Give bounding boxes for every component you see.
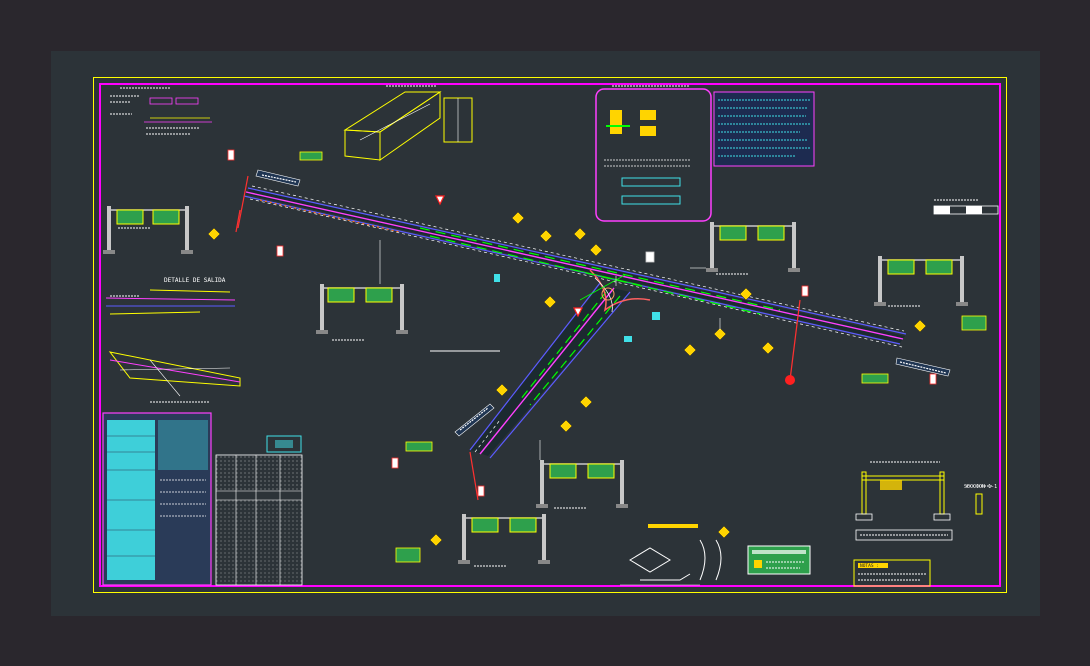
- scale-bar: [933, 205, 999, 215]
- section-title: SECCION 1-1: [964, 484, 997, 490]
- warning-signs: [207, 211, 927, 547]
- warning-sign-icon: [717, 525, 731, 539]
- warning-sign-icon: [579, 395, 593, 409]
- stop-sign-icon: [435, 195, 445, 206]
- detail-sign-mounting: [144, 97, 212, 123]
- warning-sign-icon: [913, 319, 927, 333]
- notes-block: NOTAS :: [853, 559, 931, 587]
- detail-directional-sign: [620, 524, 722, 586]
- annotation-text: [110, 85, 992, 567]
- detail-exit: DETALLE DE SALIDA: [105, 277, 236, 315]
- warning-sign-icon: [761, 341, 775, 355]
- guide-sign-gantry-5: [536, 460, 628, 508]
- leader-lines: [235, 175, 801, 501]
- road-label-bottom: [454, 403, 495, 437]
- guide-sign-gantry-1: [103, 206, 193, 254]
- detail-exit-title: DETALLE DE SALIDA: [164, 277, 226, 284]
- detail-gantry-section: [595, 88, 712, 222]
- warning-sign-icon: [683, 343, 697, 357]
- road-label-top: [255, 169, 301, 187]
- guide-sign-gantry-2: [316, 284, 408, 334]
- guide-sign-icon: [405, 441, 433, 452]
- warning-sign-icon: [511, 211, 525, 225]
- guide-sign-gantries: [103, 206, 968, 564]
- sheet-outer-frame: [93, 77, 1007, 593]
- warning-sign-icon: [543, 295, 557, 309]
- sheet-inner-frame: [99, 83, 1001, 587]
- warning-sign-icon: [589, 243, 603, 257]
- notes-title: NOTAS :: [860, 563, 879, 569]
- marker-point: [785, 375, 795, 385]
- small-guide-signs: [299, 151, 987, 563]
- warning-sign-icon: [713, 327, 727, 341]
- guide-sign-icon: [961, 315, 987, 331]
- detail-gantry-elevation: SECCION 1-1: [855, 471, 997, 541]
- warning-sign-icon: [739, 287, 753, 301]
- road-label-right: [895, 357, 951, 377]
- quantities-table: [215, 435, 303, 586]
- warning-sign-icon: [539, 229, 553, 243]
- detail-barrier: [343, 91, 473, 161]
- legend-table-cyan: [102, 412, 212, 586]
- guide-sign-gantry-3: [706, 222, 800, 272]
- guide-sign-icon: [299, 151, 323, 161]
- detail-guide-sign-panel: [747, 545, 811, 575]
- guide-sign-gantry-4: [874, 256, 968, 306]
- guide-sign-gantry-6: [458, 514, 550, 564]
- intersection-node: [574, 269, 651, 313]
- guide-sign-icon: [395, 547, 421, 563]
- warning-sign-icon: [429, 533, 443, 547]
- guide-sign-icon: [861, 373, 889, 384]
- warning-sign-icon: [559, 419, 573, 433]
- notes-box-top-right: [713, 91, 815, 167]
- warning-sign-icon: [573, 227, 587, 241]
- main-highway: [243, 185, 907, 348]
- warning-sign-icon: [495, 383, 509, 397]
- stop-sign-icon: [573, 307, 583, 318]
- regulatory-signs: [227, 149, 937, 497]
- detail-taper: [108, 351, 241, 403]
- callout-leaders: [379, 240, 721, 460]
- warning-sign-icon: [207, 227, 221, 241]
